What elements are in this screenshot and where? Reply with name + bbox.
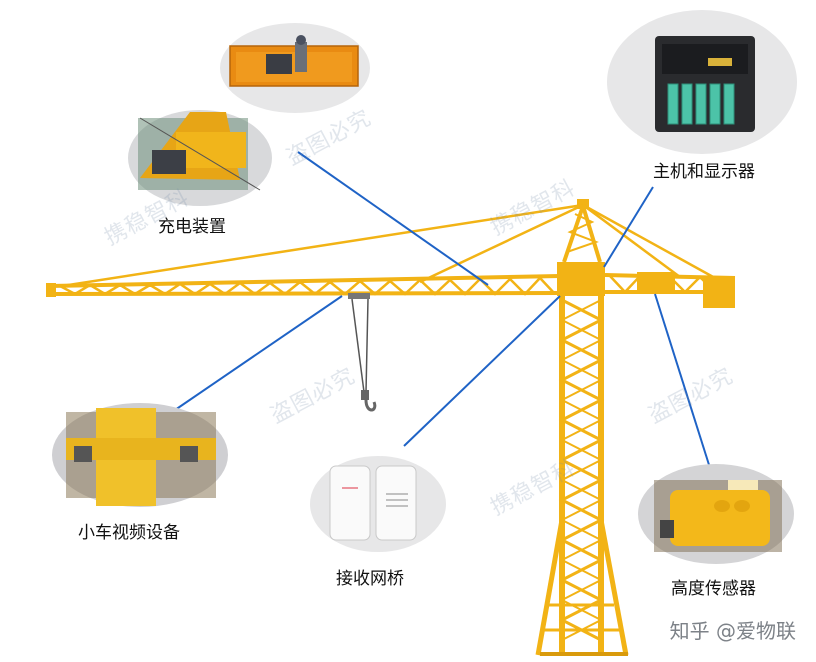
tower-crane <box>46 199 736 656</box>
receiving-bridge-photo <box>310 456 446 552</box>
crane-apex <box>562 199 602 263</box>
leader-height-sensor <box>654 293 711 469</box>
crane-hook <box>348 293 377 412</box>
leader-charging <box>297 151 489 286</box>
crane-mast <box>535 295 629 656</box>
charging-device-top-photo <box>220 23 370 113</box>
host-display-photo <box>607 10 797 154</box>
leader-trolley-video <box>174 295 343 411</box>
source-credit: 知乎 @爱物联 <box>669 619 796 643</box>
height-sensor-photo <box>638 464 794 564</box>
leader-bridge <box>403 295 561 447</box>
charging-device-photo <box>128 110 272 206</box>
leader-lines <box>174 151 711 469</box>
crane-cab <box>557 262 605 296</box>
label-host-display: 主机和显示器 <box>653 162 755 182</box>
label-height-sensor: 高度传感器 <box>671 579 756 599</box>
label-receiving-bridge: 接收网桥 <box>336 569 404 589</box>
crane-jib <box>46 274 561 297</box>
crane-tie-cables <box>61 203 716 288</box>
crane-counter-jib <box>604 272 736 308</box>
label-charging-device: 充电装置 <box>158 217 226 237</box>
label-trolley-video: 小车视频设备 <box>78 523 180 543</box>
trolley-video-photo <box>52 403 228 507</box>
leader-host <box>603 186 654 268</box>
